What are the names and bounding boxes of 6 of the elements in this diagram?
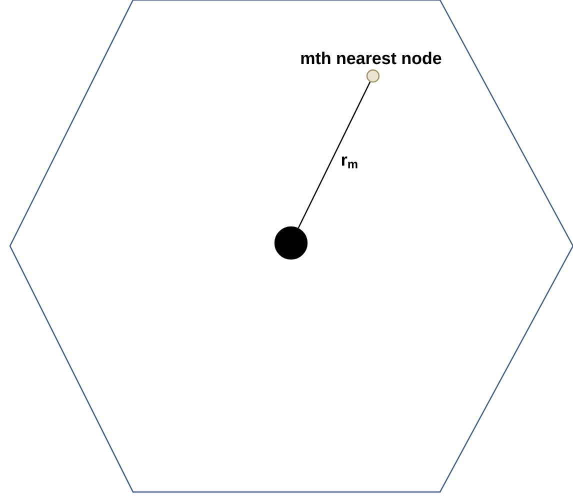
edge-label: r$_{m}$ [340, 155, 360, 170]
line [298, 82, 371, 228]
dot [274, 226, 308, 260]
hexagon [9, 0, 573, 493]
dot [366, 69, 380, 83]
node-caption: mth nearest node [301, 52, 442, 64]
